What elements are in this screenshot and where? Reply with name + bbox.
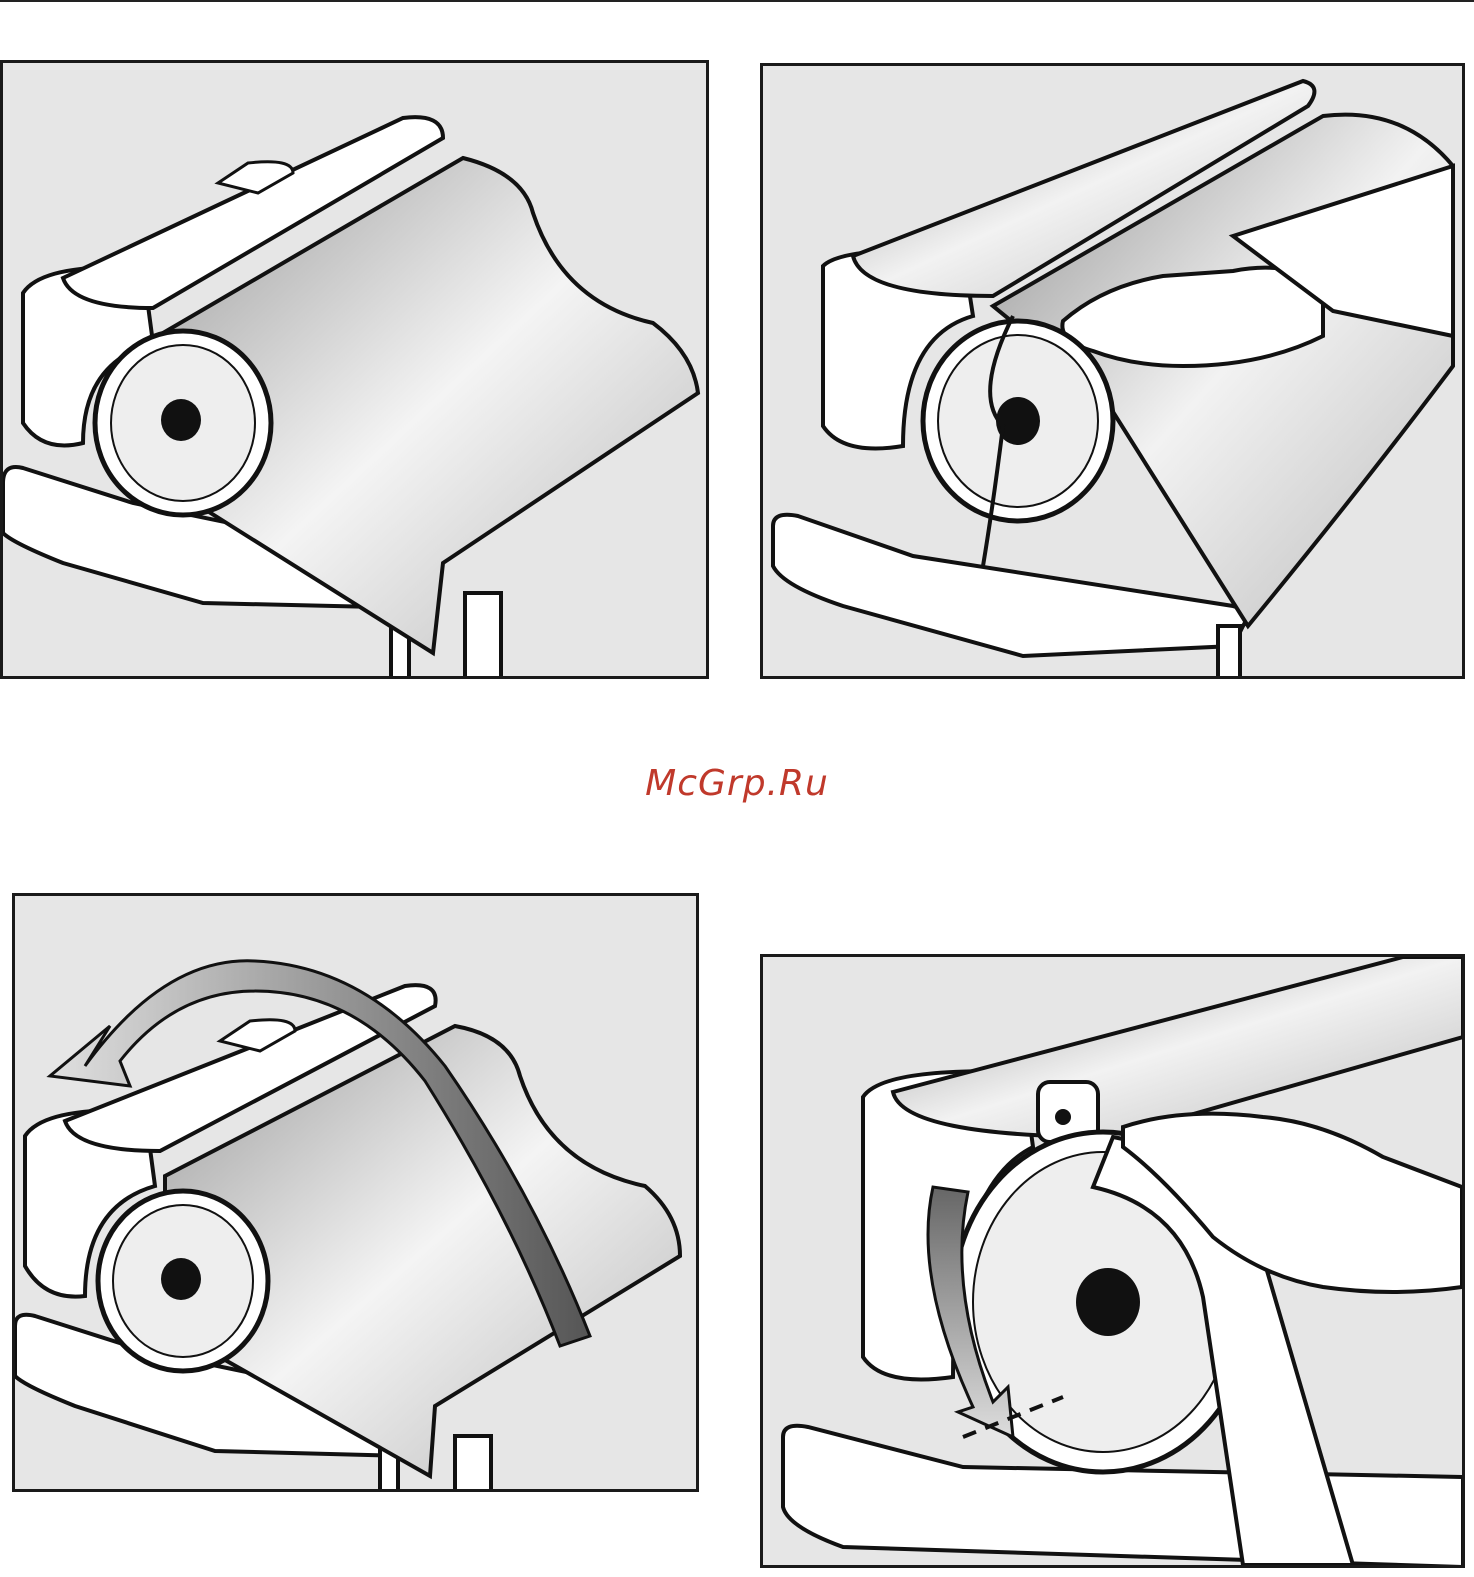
figure-ironer-with-cloth	[0, 60, 709, 679]
figure-hand-feeding-cloth	[760, 63, 1465, 679]
ironer-illustration-2-icon	[763, 66, 1462, 676]
ironer-illustration-4-icon	[763, 957, 1462, 1565]
figure-wrap-direction-arrow	[12, 893, 699, 1492]
top-rule	[0, 0, 1474, 2]
figure-hand-smoothing-cloth	[760, 954, 1465, 1568]
ironer-illustration-1-icon	[3, 63, 706, 676]
watermark-text: McGrp.Ru	[0, 763, 1474, 804]
ironer-illustration-3-icon	[15, 896, 696, 1489]
